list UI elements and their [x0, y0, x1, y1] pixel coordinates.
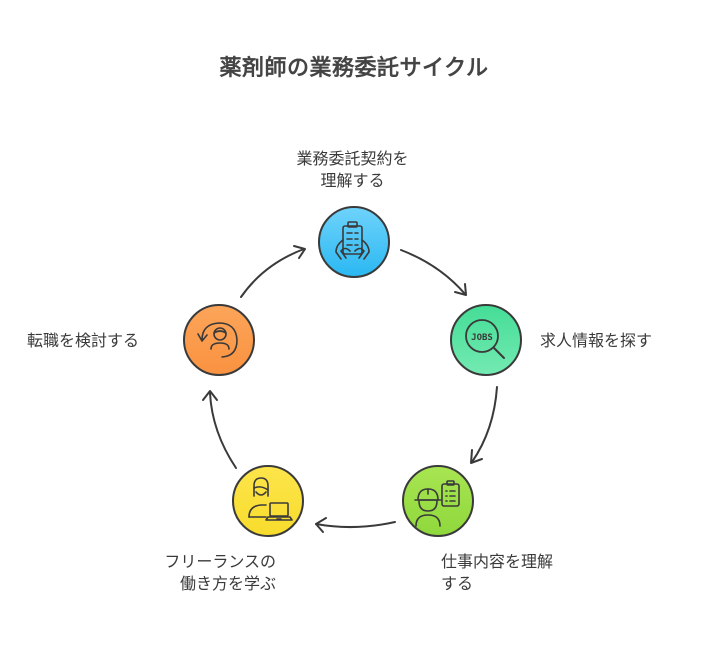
label-line: 求人情報を探す — [540, 331, 653, 350]
jobs-magnifier-icon: JOBS — [465, 319, 505, 359]
label-line: フリーランスの — [164, 552, 276, 571]
step-node-learn-freelance — [232, 465, 304, 537]
label-line: する — [441, 574, 474, 593]
step-label-understand-work: 仕事内容を理解 する — [441, 551, 553, 595]
person-laptop-icon — [248, 477, 293, 521]
diagram-title: 薬剤師の業務委託サイクル — [219, 56, 489, 81]
arrow-contract-to-jobs — [400, 249, 467, 296]
step-node-search-jobs: JOBS — [450, 304, 522, 376]
arrow-career-to-contract — [240, 245, 306, 298]
label-line: 理解する — [320, 171, 385, 190]
label-line: 転職を検討する — [27, 331, 140, 350]
step-label-learn-freelance: フリーランスの 働き方を学ぶ — [100, 551, 276, 595]
step-label-consider-career-change: 転職を検討する — [27, 330, 139, 352]
arrow-jobs-to-work — [470, 386, 498, 464]
label-line: 働き方を学ぶ — [179, 574, 276, 593]
step-node-consider-career-change — [183, 304, 255, 376]
arrow-work-to-freelance — [315, 517, 396, 533]
person-cycle-icon — [197, 322, 238, 358]
label-line: 業務委託契約を — [296, 149, 409, 168]
step-node-understand-contract — [318, 206, 390, 278]
step-label-search-jobs: 求人情報を探す — [540, 330, 652, 352]
step-node-understand-work — [402, 465, 474, 537]
label-line: 仕事内容を理解 — [441, 552, 554, 571]
svg-text:JOBS: JOBS — [471, 333, 493, 343]
step-label-understand-contract: 業務委託契約を 理解する — [250, 148, 455, 192]
worker-checklist-icon — [414, 480, 460, 527]
clipboard-hands-icon — [335, 221, 370, 260]
arrow-freelance-to-career — [202, 390, 237, 469]
